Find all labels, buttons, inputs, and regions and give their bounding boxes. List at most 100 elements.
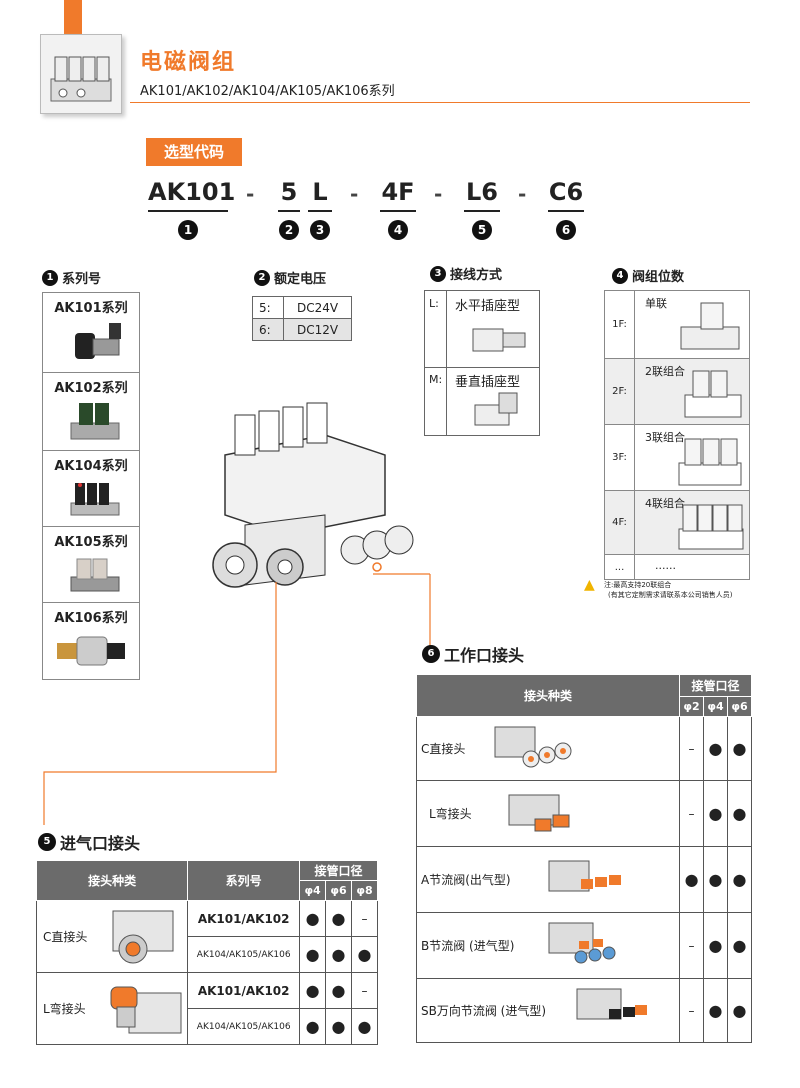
table-row: 5: DC24V bbox=[251, 296, 352, 319]
code-dash: - bbox=[434, 182, 443, 206]
fitting-cell: SB万向节流阀 (进气型) bbox=[415, 978, 681, 1043]
series-item-label: AK102系列 bbox=[54, 381, 128, 396]
callout-lines bbox=[43, 573, 431, 825]
connection-value: 水平插座型 bbox=[455, 299, 521, 314]
availability-cell: ● bbox=[727, 978, 752, 1043]
fitting-cell: C直接头 bbox=[415, 716, 681, 781]
code-number: 4 bbox=[388, 220, 408, 240]
count-note-line: 注:最高支持20联组合 bbox=[604, 581, 672, 589]
availability-cell: ● bbox=[727, 912, 752, 979]
series-item: AK102系列 bbox=[43, 373, 139, 451]
ak102-image bbox=[70, 403, 120, 440]
size-header: φ4 bbox=[703, 696, 728, 717]
series-heading: 1 系列号 bbox=[42, 268, 101, 287]
valve-assembly-image bbox=[212, 402, 414, 588]
voltage-heading: 2 额定电压 bbox=[254, 268, 326, 287]
table-row: AK104/AK105/AK106 ● ● ● bbox=[37, 936, 378, 973]
count-heading: 4 阀组位数 bbox=[612, 266, 684, 285]
column-header-series: 系列号 bbox=[187, 860, 301, 901]
count-code: 2F: bbox=[605, 359, 635, 424]
table-row: L弯接头 – ● ● bbox=[415, 780, 752, 847]
table-row: A节流阀(出气型) ● ● ● bbox=[415, 846, 752, 913]
page-subtitle: AK101/AK102/AK104/AK105/AK106系列 bbox=[140, 84, 395, 99]
availability-cell: – bbox=[351, 900, 378, 937]
table-row: 接头种类 系列号 接管口径 bbox=[35, 860, 378, 901]
voltage-value: DC24V bbox=[283, 296, 352, 319]
size-header: φ8 bbox=[351, 880, 378, 901]
connection-title: 接线方式 bbox=[450, 268, 503, 283]
header-accent-tab bbox=[64, 0, 82, 34]
availability-cell: ● bbox=[325, 1008, 352, 1045]
fitting-name: C直接头 bbox=[421, 742, 466, 756]
size-header: φ6 bbox=[727, 696, 752, 717]
series-item: AK106系列 bbox=[43, 603, 139, 679]
voltage-code: 6: bbox=[251, 318, 285, 341]
availability-cell: – bbox=[679, 978, 705, 1043]
series-cell: AK104/AK105/AK106 bbox=[187, 936, 301, 973]
code-segment-voltage: 5 bbox=[280, 178, 298, 206]
ak106-image bbox=[57, 636, 125, 666]
connection-code-col bbox=[425, 291, 447, 435]
four-valve-image bbox=[678, 504, 744, 550]
table-row: 4F: 4联组合 bbox=[605, 491, 749, 555]
fitting-name: L弯接头 bbox=[429, 807, 472, 821]
b-throttle-valve-image bbox=[548, 922, 616, 964]
series-item: AK101系列 bbox=[43, 293, 139, 373]
availability-cell: – bbox=[679, 716, 705, 781]
count-code: 4F: bbox=[605, 491, 635, 554]
connection-number: 3 bbox=[430, 265, 446, 282]
fitting-cell: L弯接头 bbox=[35, 972, 189, 1045]
horizontal-socket-image bbox=[472, 328, 526, 352]
code-number: 6 bbox=[556, 220, 576, 240]
availability-cell: ● bbox=[727, 780, 752, 847]
warning-icon: ▲ bbox=[584, 577, 595, 593]
inlet-l-elbow-image bbox=[110, 986, 182, 1034]
count-name: 3联组合 bbox=[645, 431, 685, 444]
availability-cell: ● bbox=[703, 780, 728, 847]
availability-cell: ● bbox=[703, 912, 728, 979]
availability-cell: ● bbox=[727, 846, 752, 913]
fitting-name: B节流阀 (进气型) bbox=[421, 939, 515, 953]
code-segment-connection: L bbox=[312, 178, 328, 206]
series-cell: AK104/AK105/AK106 bbox=[187, 1008, 301, 1045]
availability-cell: ● bbox=[703, 716, 728, 781]
count-code: ... bbox=[605, 555, 635, 579]
page-title: 电磁阀组 bbox=[140, 50, 237, 75]
column-header-type: 接头种类 bbox=[35, 860, 189, 901]
voltage-table: 5: DC24V 6: DC12V bbox=[251, 296, 352, 341]
code-number: 3 bbox=[310, 220, 330, 240]
connection-heading: 3 接线方式 bbox=[430, 264, 502, 283]
size-header: φ4 bbox=[299, 880, 327, 901]
table-row: 1F: 单联 bbox=[605, 291, 749, 359]
table-row: φ2 φ4 φ6 bbox=[417, 696, 752, 717]
series-number: 1 bbox=[42, 269, 58, 286]
single-valve-image bbox=[680, 302, 740, 350]
code-number: 1 bbox=[178, 220, 198, 240]
availability-cell: ● bbox=[325, 936, 352, 973]
inlet-port-table: 接头种类 系列号 接管口径 φ4 φ6 φ8 C直接头 AK101/AK102 … bbox=[35, 860, 378, 1045]
code-number: 2 bbox=[279, 220, 299, 240]
series-item: AK104系列 bbox=[43, 451, 139, 527]
work-port-table: 接头种类 接管口径 φ2 φ4 φ6 C直接头 – ● ● L弯接头 bbox=[415, 674, 752, 1043]
availability-cell: ● bbox=[727, 716, 752, 781]
availability-cell: ● bbox=[325, 972, 352, 1009]
availability-cell: – bbox=[679, 780, 705, 847]
ak104-image bbox=[70, 483, 120, 516]
series-item-label: AK105系列 bbox=[54, 535, 128, 550]
table-row: SB万向节流阀 (进气型) – ● ● bbox=[415, 978, 752, 1043]
connection-table: L: 水平插座型 M: 垂直插座型 bbox=[424, 290, 540, 436]
sb-universal-throttle-image bbox=[576, 988, 647, 1020]
code-underline bbox=[308, 210, 332, 212]
header-divider bbox=[130, 102, 750, 103]
count-name: 2联组合 bbox=[645, 365, 685, 378]
count-number: 4 bbox=[612, 267, 628, 284]
connection-value: 垂直插座型 bbox=[455, 375, 521, 390]
count-name: ...... bbox=[655, 559, 676, 572]
c-straight-fitting-image bbox=[494, 726, 572, 768]
count-note-line: (有其它定制需求请联系本公司销售人员) bbox=[608, 591, 733, 599]
inlet-c-straight-image bbox=[112, 910, 174, 964]
work-port-heading: 6 工作口接头 bbox=[422, 642, 524, 666]
l-elbow-fitting-image bbox=[508, 794, 570, 832]
connection-code: M: bbox=[429, 373, 443, 386]
table-row: φ4 φ6 φ8 bbox=[37, 880, 378, 901]
